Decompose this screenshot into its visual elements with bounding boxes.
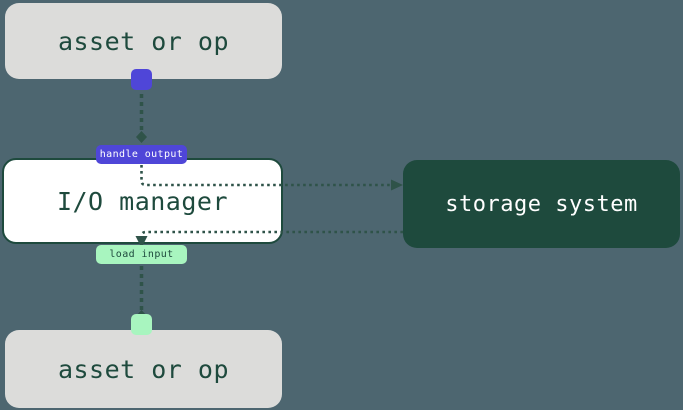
node-asset-bottom-label: asset or op [57, 354, 230, 384]
input-port-handle[interactable] [131, 314, 152, 335]
output-port-handle[interactable] [131, 69, 152, 90]
node-asset-bottom[interactable]: asset or op [5, 330, 282, 408]
node-storage-system[interactable]: storage system [403, 160, 680, 248]
node-asset-top[interactable]: asset or op [5, 3, 282, 79]
node-io-manager[interactable]: I/O manager [2, 158, 283, 244]
edge-label-load-input-text: load input [109, 249, 174, 260]
node-asset-top-label: asset or op [57, 26, 230, 56]
edge-handle-output [136, 86, 147, 143]
edge-label-handle-output-text: handle output [99, 149, 184, 160]
node-io-manager-label: I/O manager [56, 186, 229, 216]
node-storage-system-label: storage system [445, 191, 638, 217]
edge-label-handle-output[interactable]: handle output [96, 145, 187, 164]
edge-label-load-input[interactable]: load input [96, 245, 187, 264]
